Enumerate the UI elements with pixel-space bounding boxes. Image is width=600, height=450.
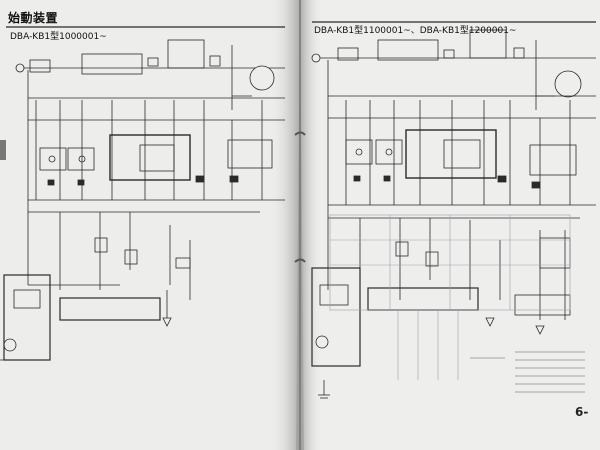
left-wiring-diagram — [0, 26, 285, 361]
right-page-number: 6- — [575, 405, 589, 419]
binding-clips — [294, 131, 306, 263]
left-gutter-shadow — [270, 0, 300, 450]
gray-side-tab — [0, 140, 6, 160]
left-page — [0, 0, 300, 450]
left-model-note: DBA-KB1型1000001~ — [10, 32, 107, 42]
left-section-title: 始動装置 — [8, 11, 59, 25]
right-model-note: DBA-KB1型1100001~、DBA-KB1型1200001~ — [314, 26, 517, 36]
right-wiring-diagram — [311, 21, 596, 399]
right-gutter-shadow — [300, 0, 322, 450]
